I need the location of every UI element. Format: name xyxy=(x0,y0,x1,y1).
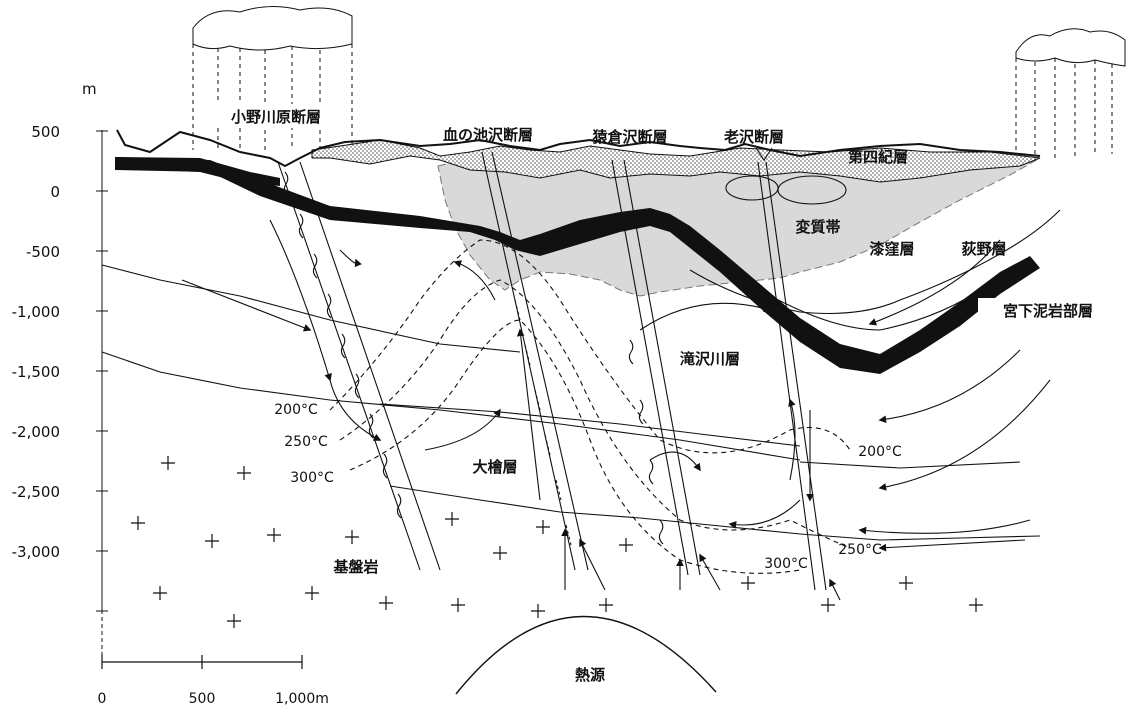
isotherms xyxy=(329,239,851,574)
formation-label-takizawagawa: 滝沢川層 xyxy=(680,350,740,368)
depth-tick-label: -500 xyxy=(26,243,60,261)
unit-label: m xyxy=(82,80,97,98)
depth-tick-label: -1,500 xyxy=(12,363,60,381)
formation-label-quaternary: 第四紀層 xyxy=(848,148,908,166)
depth-tick-label: -2,500 xyxy=(12,483,60,501)
isotherm-label: 200°C xyxy=(274,402,318,418)
scale-label: 1,000m xyxy=(275,691,329,707)
scale-label: 500 xyxy=(189,691,216,707)
isotherm-label: 250°C xyxy=(838,542,882,558)
convection-cell xyxy=(777,175,847,205)
formation-label-oginoso: 荻野層 xyxy=(961,240,1006,258)
black-lens-left xyxy=(115,157,280,186)
fault-label-onogawara: 小野川原断層 xyxy=(231,108,321,126)
formation-label-urushikubo: 漆窪層 xyxy=(869,240,914,258)
depth-tick-label: 500 xyxy=(31,123,60,141)
formation-label-heat-source: 熱源 xyxy=(575,666,605,684)
flow-arrows xyxy=(181,219,1051,601)
formation-label-ohinoki: 大檜層 xyxy=(472,458,517,476)
heat-source-boundary xyxy=(455,615,717,695)
fault-surface-marker xyxy=(755,147,773,161)
fault-label-sarukurazawa: 猿倉沢断層 xyxy=(591,128,667,146)
fault-label-chinoikezawa: 血の池沢断層 xyxy=(443,126,533,144)
fault-chinoikezawa xyxy=(481,151,589,571)
label-bg xyxy=(978,298,1118,322)
fault-label-oizawa: 老沢断層 xyxy=(723,128,784,146)
depth-axis xyxy=(96,130,108,660)
scale-bar xyxy=(101,655,303,669)
depth-tick-label: -3,000 xyxy=(12,543,60,561)
surface-block-left xyxy=(192,6,353,150)
surface-block-right xyxy=(1015,28,1126,160)
fault-sarukurazawa xyxy=(611,159,701,576)
formation-label-basement: 基盤岩 xyxy=(332,558,378,576)
scale-label: 0 xyxy=(98,691,107,707)
label-bg xyxy=(208,104,344,128)
fault-onogawara xyxy=(277,161,441,571)
depth-tick-label: -2,000 xyxy=(12,423,60,441)
isotherm-label: 300°C xyxy=(290,470,334,486)
depth-tick-label: -1,000 xyxy=(12,303,60,321)
isotherm-label: 200°C xyxy=(858,444,902,460)
formation-label-miyashita-mudstone: 宮下泥岩部層 xyxy=(1003,302,1093,320)
quaternary-layer xyxy=(311,139,1041,183)
ground-surface xyxy=(116,129,1041,168)
basement-crosses xyxy=(131,456,983,628)
fault-oizawa xyxy=(757,161,827,591)
isotherm-label: 300°C xyxy=(764,556,808,572)
formation-label-alteration-zone: 変質帯 xyxy=(795,218,840,236)
isotherm-label: 250°C xyxy=(284,434,328,450)
depth-tick-label: 0 xyxy=(50,183,60,201)
miyashita-mudstone-band xyxy=(115,157,1040,374)
